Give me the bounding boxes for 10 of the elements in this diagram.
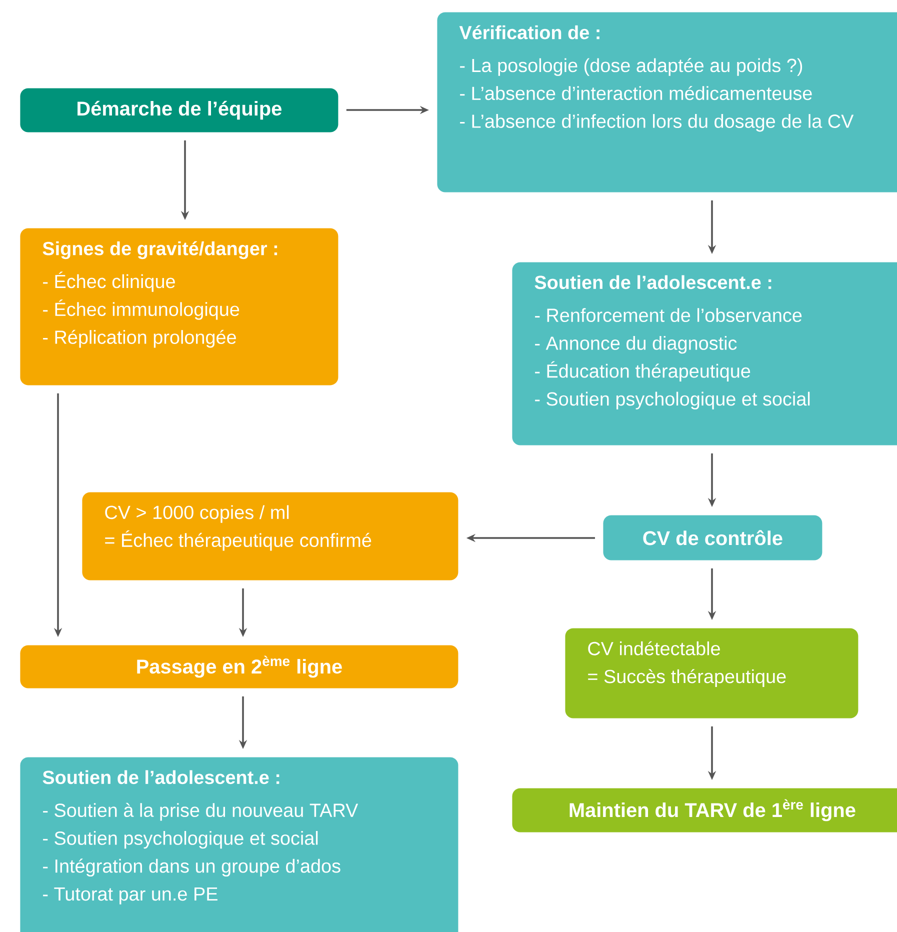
- step-box: Passage en 2$^{ème}$ ligne: [20, 645, 458, 688]
- step-box: CV > 1000 copies / ml = Échec thérapeutique confirmé: [82, 492, 458, 580]
- step-box: Signes de gravité/danger : - Échec clinique - Échec immunologique - Réplication prolongée: [20, 228, 338, 386]
- step-box: Soutien de l’adolescent.e : - Renforcement de l’observance - Annonce du diagnostic - Éducation thérapeutique - Soutien psychologique et social: [512, 262, 897, 446]
- step-box: CV de contrôle: [603, 515, 822, 560]
- step-box: Maintien du TARV de 1$^{ère}$ ligne: [512, 788, 897, 832]
- step-box: CV indétectable = Succès thérapeutique: [565, 628, 858, 718]
- step-box: Soutien de l’adolescent.e : - Soutien à la prise du nouveau TARV - Soutien psychologique et social - Intégration dans un groupe d’ados - Tutorat par un.e PE: [20, 757, 458, 932]
- step-box: Démarche de l’équipe: [20, 88, 338, 132]
- step-box: Vérification de : - La posologie (dose adaptée au poids ?) - L’absence d’interaction médicamenteuse - L’absence d’infection lors du dosage de la CV: [437, 12, 897, 192]
